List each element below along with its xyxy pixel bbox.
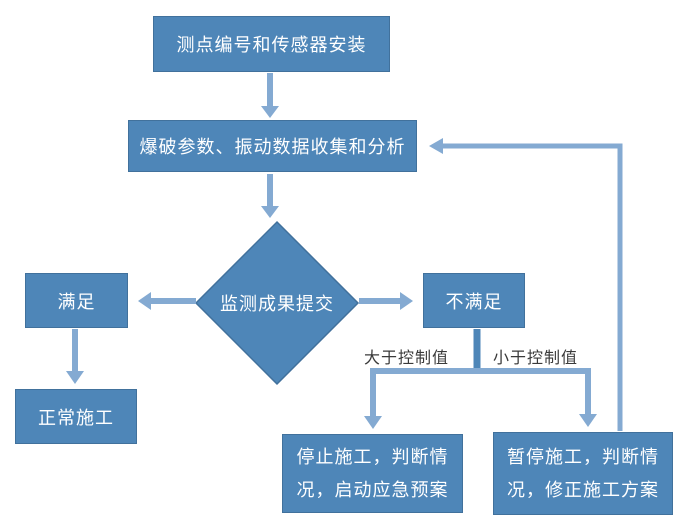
branch-tee (370, 368, 591, 417)
arrowhead-branch-to-stop (364, 416, 382, 429)
flow-node-normal-construction: 正常施工 (15, 389, 137, 444)
edge-label-greater-than-control: 大于控制值 (364, 350, 450, 367)
flow-node-satisfied: 满足 (25, 273, 128, 328)
feedback-line (443, 143, 623, 431)
flow-node-sensor-install: 测点编号和传感器安装 (153, 16, 390, 72)
edge-label-less-than-control: 小于控制值 (493, 350, 579, 367)
flow-node-decision-label: 监测成果提交 (220, 294, 334, 314)
arrowhead-satisfied-to-normal (66, 371, 84, 384)
arrowhead-install-to-collection (261, 106, 279, 118)
decision-diamond-shape (194, 220, 360, 386)
flow-node-stop-construction: 停止施工，判断情 况，启动应急预案 (282, 434, 463, 513)
arrowhead-decision-to-satisfied (138, 292, 151, 310)
arrowhead-collection-to-decision (261, 206, 279, 218)
arrowhead-feedback (429, 138, 443, 154)
flow-node-not-satisfied: 不满足 (423, 273, 525, 328)
flow-node-pause-construction: 暂停施工，判断情 况，修正施工方案 (493, 432, 673, 515)
flow-node-data-collection: 爆破参数、振动数据收集和分析 (128, 120, 417, 172)
arrowhead-decision-to-notsatisfied (400, 292, 413, 310)
arrowhead-branch-to-pause (579, 414, 597, 427)
